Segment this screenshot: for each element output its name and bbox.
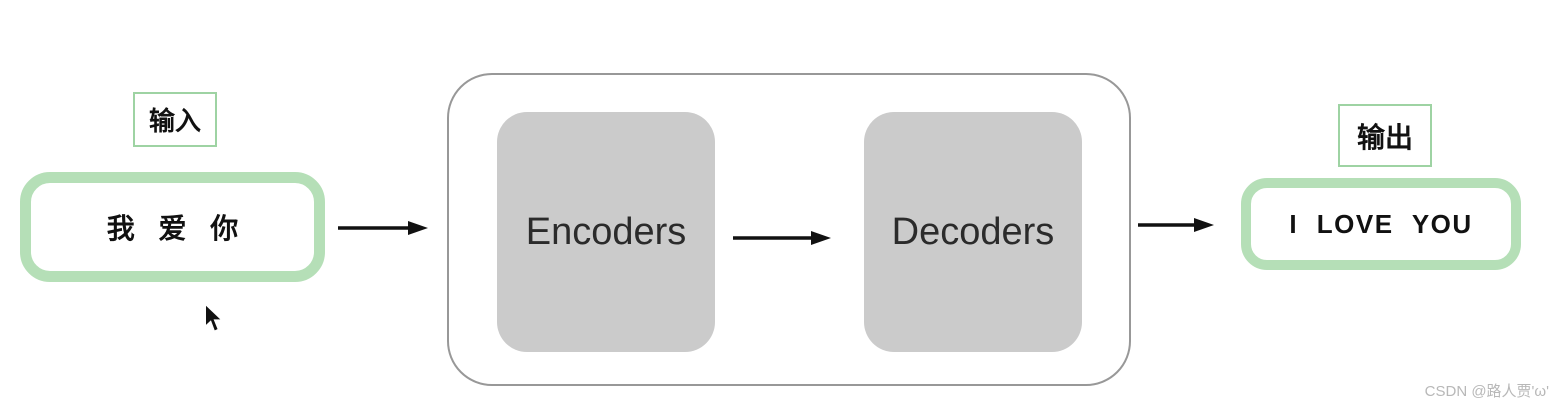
transformer-pipeline-container: Encoders Decoders <box>447 73 1131 386</box>
encoders-box: Encoders <box>497 112 715 352</box>
arrow-input-to-pipeline-icon <box>338 219 428 237</box>
input-tag-label: 输入 <box>148 106 201 136</box>
watermark: CSDN @路人贾'ω' <box>1424 383 1549 400</box>
decoders-box: Decoders <box>864 112 1082 352</box>
output-sentence-node: I LOVE YOU <box>1241 178 1521 270</box>
mouse-cursor-icon <box>204 303 224 332</box>
input-sentence-text: 我 爱 你 <box>106 213 239 244</box>
encoders-label: Encoders <box>525 210 687 253</box>
output-tag-box: 输出 <box>1338 104 1432 167</box>
input-tag-box: 输入 <box>133 92 217 147</box>
input-sentence-node: 我 爱 你 <box>20 172 325 282</box>
arrow-pipeline-to-output-icon <box>1138 216 1214 234</box>
output-sentence-text: I LOVE YOU <box>1289 208 1473 239</box>
output-tag-label: 输出 <box>1356 121 1413 153</box>
decoders-label: Decoders <box>891 210 1055 253</box>
arrow-encoders-to-decoders-icon <box>733 229 831 247</box>
